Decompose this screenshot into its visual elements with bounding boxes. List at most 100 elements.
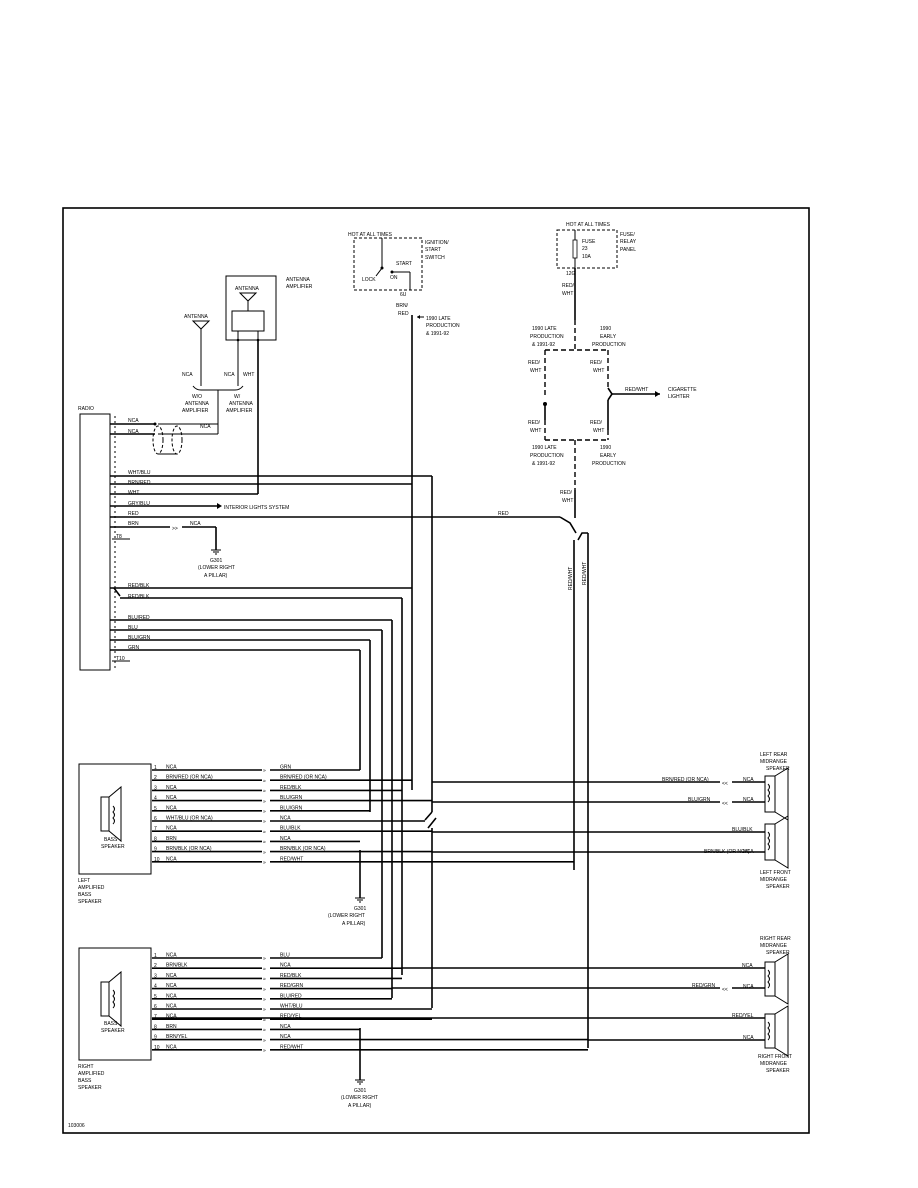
left-speaker-label-2: SPEAKER (101, 844, 125, 850)
rf-label-3: SPEAKER (766, 1068, 790, 1074)
amp-row-label-outer: BLU/BLK (280, 826, 301, 832)
amp-row-label-outer: BRN/BLK (OR NCA) (280, 846, 326, 852)
right-amp-label-2: AMPLIFIED (78, 1071, 105, 1077)
pin-number: 6 (154, 1004, 157, 1010)
prod-early-1: 1990 (600, 326, 611, 332)
amp-row-label-inner: NCA (166, 953, 177, 959)
fuse-amp: 10A (582, 254, 592, 260)
pin-number: 9 (154, 1035, 157, 1041)
radio-wire-1: NCA (128, 418, 139, 424)
g301-bot-2: (LOWER RIGHT (341, 1095, 378, 1101)
amp-row-label-outer: RED/BLK (280, 973, 302, 979)
prod-early-2: EARLY (600, 334, 617, 340)
connector-mark: » (263, 1028, 266, 1034)
production-split: 1990 LATE PRODUCTION & 1991-92 1990 EARL… (498, 320, 697, 1048)
amp-row-label-inner: NCA (166, 1004, 177, 1010)
rr-label-3: SPEAKER (766, 950, 790, 956)
lf-wire-2: BRN/BLK (OR NCA) (704, 849, 750, 855)
antenna-amp-label-2: AMPLIFIER (286, 284, 313, 290)
pin-number: 3 (154, 973, 157, 979)
amp-row-label-outer: RED/BLK (280, 785, 302, 791)
antenna-w-2: ANTENNA (229, 401, 254, 407)
lf-nca-2: NCA (743, 849, 754, 855)
radio-wire-14: GRN (128, 645, 140, 651)
g301-top-3: A PILLAR) (204, 573, 228, 579)
lr-label-1: LEFT REAR (760, 752, 788, 758)
ignition-pin: 6U (400, 292, 407, 298)
radio-wire-11: BLU/RED (128, 615, 150, 621)
fuse-panel-label-2: RELAY (620, 239, 637, 245)
amp-row-label-outer: NCA (280, 963, 291, 969)
fuse-hot-label: HOT AT ALL TIMES (566, 222, 611, 228)
radio-wire-3: WHT/BLU (128, 470, 151, 476)
ignition-note-3: & 1991-92 (426, 331, 449, 337)
lf-label-2: MIDRANGE (760, 877, 788, 883)
prod-late-6: & 1991-92 (532, 461, 555, 467)
prod-redwht-4: WHT (593, 368, 604, 374)
fuse-wire-2: WHT (562, 291, 573, 297)
amp-row-label-outer: WHT/BLU (280, 1004, 303, 1010)
amp-row-label-inner: NCA (166, 785, 177, 791)
pin-number: 2 (154, 963, 157, 969)
midrange-speakers: LEFT REAR MIDRANGE SPEAKER BRN/RED (OR N… (152, 752, 792, 1074)
right-amp-speaker: BASS SPEAKER RIGHT AMPLIFIED BASS SPEAKE… (78, 947, 588, 1109)
svg-text:<<: << (722, 781, 728, 787)
amp-row-label-outer: GRN (280, 765, 292, 771)
right-amp-label-1: RIGHT (78, 1064, 94, 1070)
lf-label-1: LEFT FRONT (760, 870, 791, 876)
amp-row-label-inner: NCA (166, 983, 177, 989)
amp-row-label-outer: BRN/RED (OR NCA) (280, 775, 327, 781)
prod-redwht-2: WHT (530, 368, 541, 374)
amp-row-label-outer: NCA (280, 1034, 291, 1040)
ignition-label: IGNITION/ (425, 240, 449, 246)
fuse-num: 23 (582, 246, 588, 252)
fuse-name: FUSE (582, 239, 596, 245)
vert-redwht-2: RED/WHT (582, 562, 588, 585)
on-label: ON (390, 275, 398, 281)
vert-redwht-1: RED/WHT (568, 567, 574, 590)
amp-row-label-outer: BLU (280, 953, 290, 959)
amp-row-label-inner: BRN/BLK (166, 963, 188, 969)
connector-mark: » (263, 778, 266, 784)
antenna-label: ANTENNA (184, 314, 209, 320)
connector-mark: » (263, 1048, 266, 1054)
pin-number: 4 (154, 796, 157, 802)
antenna-section: ANTENNA AMPLIFIER ANTENNA ANTENNA NCA NC… (182, 275, 313, 494)
fuse-pin: 12G (566, 271, 576, 277)
connector-mark: » (263, 987, 266, 993)
rr-nca-2: NCA (743, 984, 754, 990)
lr-label-2: MIDRANGE (760, 759, 788, 765)
rf-label-2: MIDRANGE (760, 1061, 788, 1067)
amp-row-label-outer: RED/WHT (280, 856, 303, 862)
ignition-switch: HOT AT ALL TIMES IGNITION/ START SWITCH … (348, 232, 460, 337)
prod-early-5: EARLY (600, 453, 617, 459)
ignition-hot-label: HOT AT ALL TIMES (348, 232, 393, 238)
ignition-note-2: PRODUCTION (426, 323, 460, 329)
radio-wire-12: BLU (128, 625, 138, 631)
ignition-label-2: START (425, 247, 441, 253)
red-wire-label: RED (498, 511, 509, 517)
g301-mid-2: (LOWER RIGHT (328, 913, 365, 919)
prod-early-4: 1990 (600, 445, 611, 451)
bus-wires (359, 315, 437, 1008)
pin-number: 3 (154, 785, 157, 791)
radio-wire-5: WHT (128, 490, 139, 496)
prod-late-4: 1990 LATE (532, 445, 557, 451)
connector-mark: » (263, 860, 266, 866)
radio-wire-6: GRY/BLU (128, 501, 150, 507)
prod-early-3: PRODUCTION (592, 342, 626, 348)
amp-row-label-inner: NCA (166, 856, 177, 862)
lr-nca-1: NCA (743, 777, 754, 783)
pin-number: 8 (154, 1024, 157, 1030)
radio-wire-2: NCA (128, 429, 139, 435)
amp-row-label-inner: NCA (166, 993, 177, 999)
amp-row-label-outer: NCA (280, 836, 291, 842)
diagram-frame (62, 207, 810, 1134)
amp-row-label-inner: NCA (166, 765, 177, 771)
prod-redwht-6: WHT (530, 428, 541, 434)
amp-row-label-inner: BRN/RED (OR NCA) (166, 775, 213, 781)
radio-box (79, 413, 111, 671)
